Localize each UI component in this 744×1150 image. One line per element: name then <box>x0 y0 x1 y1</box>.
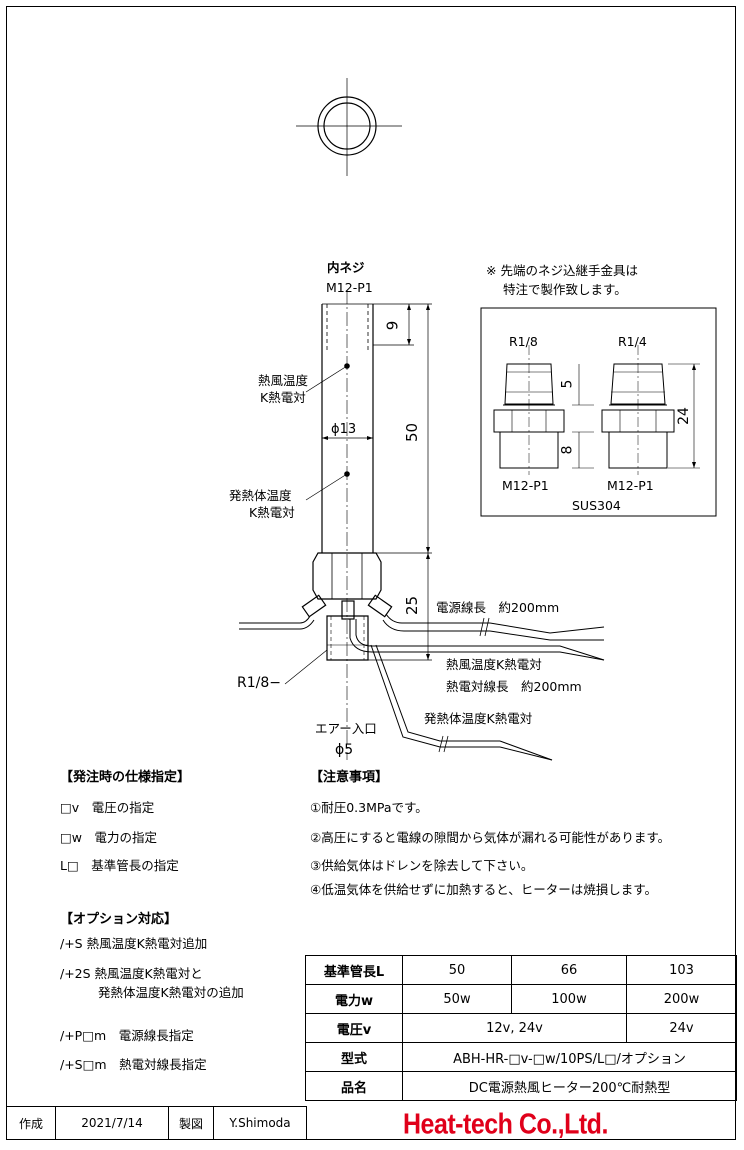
table-row: 作成 2021/7/14 製図 Y.Shimoda <box>6 1106 307 1140</box>
hot-air-tc-cable-label: 熱風温度K熱電対 <box>446 657 542 672</box>
spec-table: 基準管長L 50 66 103 電力w 50w 100w 200w 電圧v 12… <box>305 955 737 1101</box>
internal-thread-spec: M12-P1 <box>326 280 373 295</box>
table-row: 品名 DC電源熱風ヒーター200℃耐熱型 <box>305 1071 737 1101</box>
fitting-material: SUS304 <box>572 498 621 513</box>
dimension-lines <box>284 303 432 685</box>
created-date: 2021/7/14 <box>55 1106 169 1140</box>
caution-2: ②高圧にすると電線の隙間から気体が漏れる可能性があります。 <box>310 830 671 845</box>
option-2s-line2: 発熱体温度K熱電対の追加 <box>98 985 244 1000</box>
fitting-detail <box>480 307 717 517</box>
order-spec-title: 【発注時の仕様指定】 <box>60 770 191 785</box>
fitting-b-bottom: M12-P1 <box>607 478 654 493</box>
heater-tc-cable-label: 発熱体温度K熱電対 <box>424 711 533 726</box>
heater-tc-label-1: 発熱体温度 <box>229 488 292 503</box>
fitting-a-thread: R1/8 <box>509 334 538 349</box>
power-50w: 50w <box>402 984 512 1014</box>
power-200w: 200w <box>626 984 737 1014</box>
drawing-frame <box>6 6 736 1140</box>
voltage-low: 12v, 24v <box>402 1013 627 1043</box>
order-spec-power: □w 電力の指定 <box>60 830 158 845</box>
fitting-b-thread: R1/4 <box>618 334 647 349</box>
order-spec-length: L□ 基準管長の指定 <box>60 858 179 873</box>
order-spec-voltage: □v 電圧の指定 <box>60 800 155 815</box>
fitting-note-2: 特注で製作致します。 <box>503 282 627 297</box>
options-title: 【オプション対応】 <box>60 912 178 927</box>
option-p: /+P□m 電源線長指定 <box>60 1028 194 1043</box>
heater-tc-label-2: K熱電対 <box>249 505 295 520</box>
length-66: 66 <box>511 955 627 985</box>
dim-50-label: 50 <box>403 422 422 443</box>
created-label: 作成 <box>6 1106 56 1140</box>
end-view-circle <box>296 78 402 176</box>
internal-thread-title: 内ネジ <box>327 260 365 275</box>
caution-1: ①耐圧0.3MPaです。 <box>310 800 428 815</box>
length-label: 基準管長L <box>305 955 403 985</box>
heater-pipe <box>305 290 374 760</box>
caution-4: ④低温気体を供給せずに加熱すると、ヒーターは焼損します。 <box>310 882 657 897</box>
fitting-note-1: ※ 先端のネジ込継手金具は <box>486 263 638 278</box>
drafter-name: Y.Shimoda <box>213 1106 307 1140</box>
voltage-high: 24v <box>626 1013 737 1043</box>
length-103: 103 <box>626 955 737 985</box>
voltage-label: 電圧v <box>305 1013 403 1043</box>
table-row: 電力w 50w 100w 200w <box>305 984 737 1014</box>
inlet-thread-label: R1/8− <box>237 675 281 691</box>
inlet-diameter-label: ϕ5 <box>335 742 354 758</box>
power-label: 電力w <box>305 984 403 1014</box>
tc-wire-length: 熱電対線長 約200mm <box>446 679 582 694</box>
hot-air-tc-label-1: 熱風温度 <box>258 373 309 388</box>
caution-3: ③供給気体はドレンを除去して下さい。 <box>310 858 534 873</box>
hot-air-tc-label-2: K熱電対 <box>260 390 306 405</box>
model-value: ABH-HR-□v-□w/10PS/L□/オプション <box>402 1042 737 1072</box>
fitting-dim-8: 8 <box>559 445 576 455</box>
drawn-label: 製図 <box>168 1106 214 1140</box>
fitting-a-bottom: M12-P1 <box>502 478 549 493</box>
table-row: 電圧v 12v, 24v 24v <box>305 1013 737 1043</box>
model-label: 型式 <box>305 1042 403 1072</box>
title-block: 作成 2021/7/14 製図 Y.Shimoda <box>6 1106 307 1140</box>
table-row: 基準管長L 50 66 103 <box>305 955 737 985</box>
pipe-diameter-label: ϕ13 <box>331 422 357 437</box>
option-s: /+S 熱風温度K熱電対追加 <box>60 936 208 951</box>
table-row: 型式 ABH-HR-□v-□w/10PS/L□/オプション <box>305 1042 737 1072</box>
power-100w: 100w <box>511 984 627 1014</box>
air-inlet-label: エアー入口 <box>315 721 377 736</box>
fitting-dim-5: 5 <box>559 379 576 389</box>
product-value: DC電源熱風ヒーター200℃耐熱型 <box>402 1071 737 1101</box>
cables <box>239 613 605 761</box>
company-logo: Heat-tech Co.,Ltd. <box>403 1108 608 1141</box>
power-wire-length: 電源線長 約200mm <box>436 600 560 615</box>
length-50: 50 <box>402 955 512 985</box>
fitting-dim-24: 24 <box>675 407 692 425</box>
option-2s-line1: /+2S 熱風温度K熱電対と <box>60 966 203 981</box>
dim-9-label: 9 <box>383 320 402 331</box>
dim-25-label: 25 <box>403 595 422 616</box>
product-label: 品名 <box>305 1071 403 1101</box>
cautions-title: 【注意事項】 <box>310 770 389 785</box>
option-sm: /+S□m 熱電対線長指定 <box>60 1057 207 1072</box>
